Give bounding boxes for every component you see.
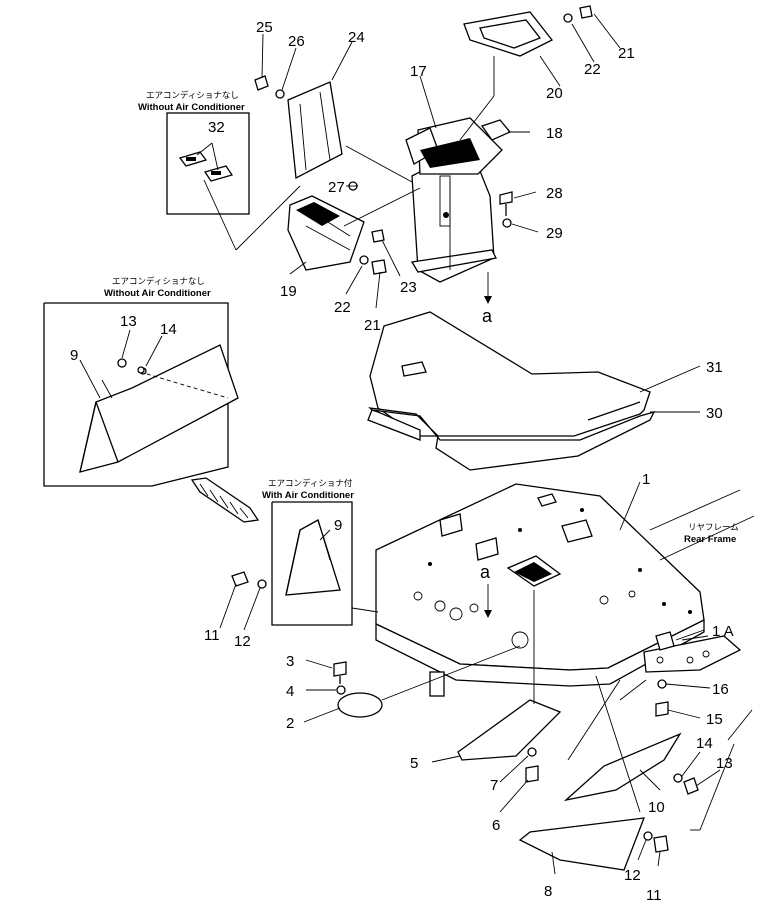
label-9-inset-right: 9 [334, 517, 342, 534]
part-32-pads [178, 142, 234, 182]
label-17: 17 [410, 63, 427, 80]
caption-without-ac-jp-left: エアコンディショナなし [112, 276, 205, 287]
label-a-bottom: a [480, 562, 491, 582]
label-32: 32 [208, 119, 225, 136]
part-24-plate [287, 81, 343, 180]
caption-with-ac-en: With Air Conditioner [262, 490, 354, 501]
part-20-handle [459, 11, 554, 141]
label-11-lower: 11 [646, 887, 662, 904]
label-9-inset-left: 9 [70, 347, 78, 364]
part-9-cover-with-ac [285, 519, 341, 596]
part-1a-bracket [643, 629, 742, 673]
inset-box-without-ac-top [166, 112, 250, 215]
label-5: 5 [410, 755, 418, 772]
label-22-mid: 22 [334, 299, 351, 316]
label-12-lower: 12 [624, 867, 641, 884]
label-31: 31 [706, 359, 723, 376]
arrow-a-bottom [484, 610, 492, 618]
caption-without-ac-en-left: Without Air Conditioner [104, 288, 211, 299]
caption-without-ac-jp-top: エアコンディショナなし [146, 90, 239, 101]
label-26: 26 [288, 33, 305, 50]
label-25: 25 [256, 19, 273, 36]
upper-leaders [203, 13, 621, 309]
label-13-inset: 13 [120, 313, 137, 330]
caption-with-ac-jp: エアコンディショナ付 [268, 478, 353, 489]
floor-leaders [639, 365, 701, 413]
arrow-a-top [484, 296, 492, 304]
caption-rear-frame-jp: リヤフレーム [688, 523, 739, 533]
caption-rear-frame-en: Rear Frame [684, 534, 736, 545]
inset-box-with-ac [271, 501, 353, 626]
label-7: 7 [490, 777, 498, 794]
label-22-top: 22 [584, 61, 601, 78]
label-24: 24 [348, 29, 365, 46]
label-a-top: a [482, 306, 493, 326]
label-1a: 1 A [712, 623, 734, 640]
label-29: 29 [546, 225, 563, 242]
part-8-plate [518, 817, 645, 871]
label-21-top: 21 [618, 45, 635, 62]
label-10: 10 [648, 799, 665, 816]
part-1-frame [375, 483, 705, 697]
lower-bolts [137, 366, 699, 853]
part-9-cover-without-ac [79, 344, 239, 473]
label-6: 6 [492, 817, 500, 834]
label-16: 16 [712, 681, 729, 698]
label-14-inset: 14 [160, 321, 177, 338]
label-19: 19 [280, 283, 297, 300]
label-4: 4 [286, 683, 294, 700]
label-28: 28 [546, 185, 563, 202]
label-8: 8 [544, 883, 552, 900]
label-20: 20 [546, 85, 563, 102]
label-12-left: 12 [234, 633, 251, 650]
label-21-mid: 21 [364, 317, 381, 334]
label-1: 1 [642, 471, 650, 488]
caption-without-ac-en-top: Without Air Conditioner [138, 102, 245, 113]
part-2-cover [337, 692, 383, 718]
part-17-console [405, 117, 503, 283]
label-18: 18 [546, 125, 563, 142]
double-arrow [190, 477, 260, 523]
part-31-30-floor [367, 311, 656, 471]
part-19-box [287, 195, 365, 271]
label-30: 30 [706, 405, 723, 422]
part-5-plate [457, 699, 562, 761]
label-15: 15 [706, 711, 723, 728]
label-23: 23 [400, 279, 417, 296]
rear-frame-lines [649, 489, 755, 561]
label-2: 2 [286, 715, 294, 732]
label-11-left: 11 [204, 627, 220, 644]
label-27: 27 [328, 179, 345, 196]
part-10-plate [563, 732, 682, 802]
label-13-lower: 13 [716, 755, 733, 772]
lower-leaders [79, 329, 753, 875]
label-3: 3 [286, 653, 294, 670]
inset-box-without-ac-left [43, 302, 229, 487]
label-14-lower: 14 [696, 735, 713, 752]
